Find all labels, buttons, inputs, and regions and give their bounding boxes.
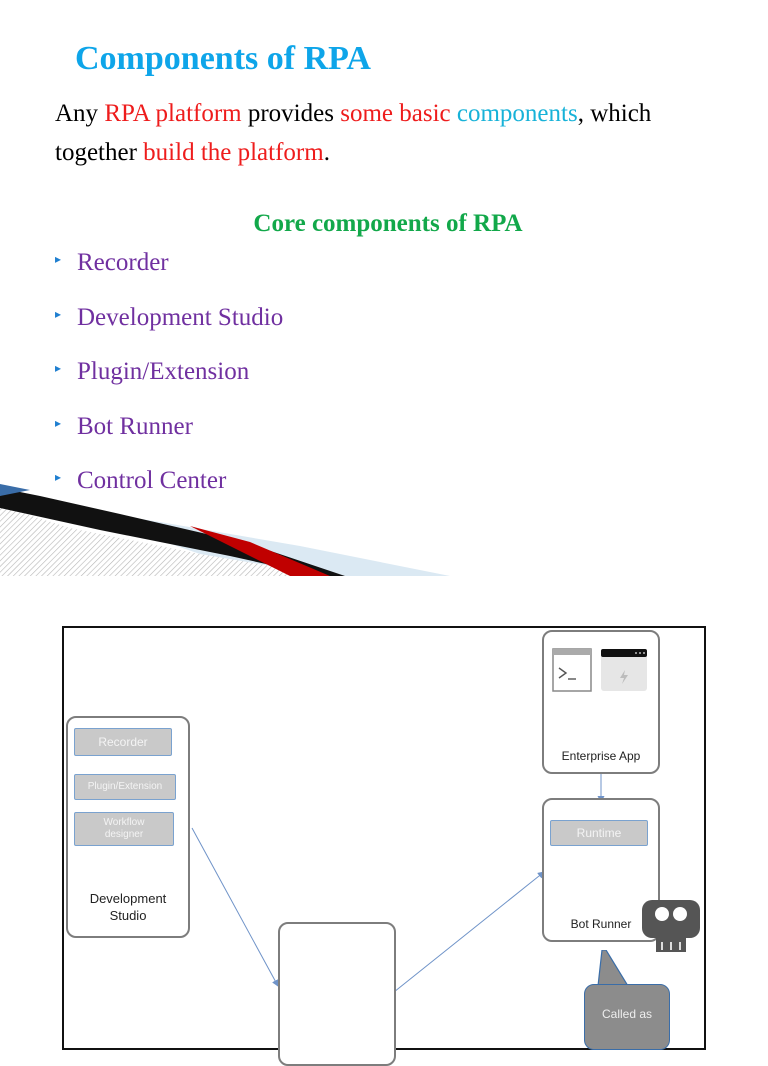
bullet-text: Plugin/Extension: [77, 358, 250, 385]
intro-text-4: , which together: [55, 100, 652, 166]
bullet-arrow-icon: ▸: [55, 252, 62, 266]
development-studio-box: Recorder Plugin/Extension Workflow desig…: [66, 716, 190, 938]
intro-highlight-build: build the platform: [143, 139, 324, 166]
bot-runner-box: Runtime Bot Runner: [542, 798, 660, 942]
bullet-item: ▸ Recorder: [55, 244, 283, 299]
bullet-text: Recorder: [77, 249, 169, 276]
runtime-pill: Runtime: [550, 820, 648, 846]
bullet-item: ▸ Control Center: [55, 462, 283, 517]
called-as-callout: Called as: [584, 984, 670, 1050]
bullet-list: ▸ Recorder ▸ Development Studio ▸ Plugin/Ex…: [55, 244, 283, 517]
bot-runner-label: Bot Runner: [570, 917, 632, 931]
robot-icon: [642, 900, 700, 952]
slide-title: Components of RPA: [75, 40, 371, 77]
bullet-text: Bot Runner: [77, 412, 193, 440]
browser-window-icon: [601, 649, 647, 691]
intro-text-2: provides: [241, 100, 341, 127]
bullet-item: ▸ Bot Runner: [55, 408, 283, 463]
bullet-item: ▸ Plugin/Extension: [55, 353, 283, 408]
bullet-arrow-icon: ▸: [55, 470, 62, 484]
intro-text-5: .: [323, 139, 330, 166]
bullet-text: Control Center: [77, 467, 227, 494]
slide: Components of RPA Any RPA platform provi…: [0, 40, 735, 576]
bullet-arrow-icon: ▸: [55, 361, 62, 375]
intro-highlight-rpa-platform: RPA platform: [104, 100, 242, 127]
decorative-swoosh: [0, 484, 450, 576]
workflow-designer-pill: Workflow designer: [74, 812, 174, 846]
intro-text-1: Any: [55, 100, 105, 127]
bullet-item: ▸ Development Studio: [55, 299, 283, 354]
intro-highlight-some-basic: some basic: [340, 100, 451, 127]
callout-pointer: [597, 950, 629, 986]
intro-highlight-components: components: [456, 100, 578, 127]
core-components-heading: Core components of RPA: [253, 210, 523, 237]
bullet-text: Development Studio: [77, 303, 284, 331]
plugin-extension-pill: Plugin/Extension: [74, 774, 176, 800]
bullet-arrow-icon: ▸: [55, 415, 62, 430]
terminal-icon: [552, 648, 592, 692]
connector-arrows: [191, 774, 605, 993]
middle-component-box: [278, 922, 396, 1066]
recorder-pill: Recorder: [74, 728, 172, 756]
enterprise-app-box: Enterprise App: [542, 630, 660, 774]
rpa-architecture-diagram: Recorder Plugin/Extension Workflow desig…: [62, 626, 706, 1066]
intro-paragraph: Any RPA platform provides some basic com…: [55, 94, 735, 172]
enterprise-app-label: Enterprise App: [561, 749, 641, 763]
bullet-arrow-icon: ▸: [55, 306, 62, 321]
